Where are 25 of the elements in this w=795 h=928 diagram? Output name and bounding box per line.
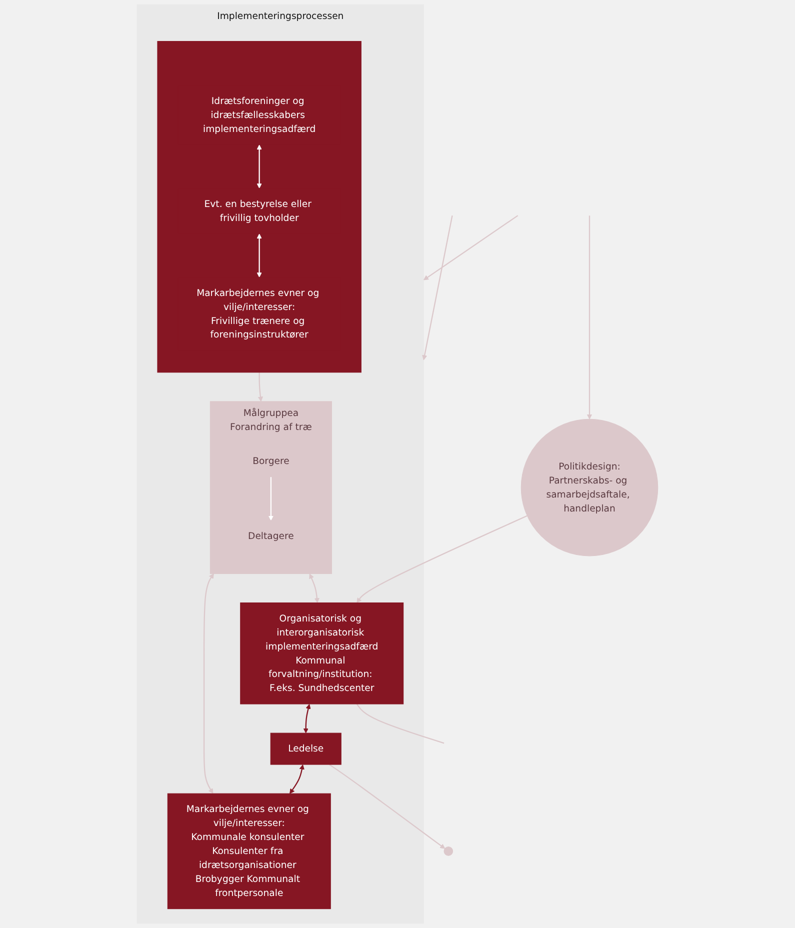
arrow [356, 515, 528, 603]
node-box: Markarbejdernes evner og vilje/interesser: Kommunale konsulenter Konsulenter fra idrætsorganisationer Brobygger Kommunalt frontpersonale [167, 793, 331, 910]
node-text: Evt. en bestyrelse eller frivillig tovholder [204, 198, 312, 224]
arrow [256, 144, 262, 188]
arrow [423, 215, 518, 280]
node-box: Ledelse [270, 732, 342, 765]
arrow [268, 476, 274, 521]
arrow [203, 573, 214, 794]
arrow [290, 764, 304, 794]
node-text: Idrætsforeninger og idrætsfællesskabers implementeringsadfærd [203, 95, 316, 134]
node-text: Borgere [252, 455, 290, 466]
cluster [157, 41, 362, 373]
node-text: Deltagere [248, 530, 294, 542]
arrow [303, 704, 311, 734]
connector [356, 704, 444, 744]
arrow [328, 764, 446, 849]
arrow [586, 216, 592, 420]
node-circle: Politikdesign: Partnerskabs- og samarbejdsaftale, handleplan [520, 418, 658, 556]
node-text: Markarbejdernes evner og vilje/interesser: Frivillige trænere og foreningsinstruktører [196, 287, 320, 340]
node-box: Organisatorisk og interorganisatorisk implementeringsadfærd Kommunal forvaltning/institution: F.eks. Sundhedscenter [240, 602, 404, 704]
arrow [309, 574, 320, 603]
node-circle [444, 846, 454, 856]
arrow [256, 234, 262, 278]
arrow [422, 215, 453, 360]
arrow [258, 372, 263, 402]
